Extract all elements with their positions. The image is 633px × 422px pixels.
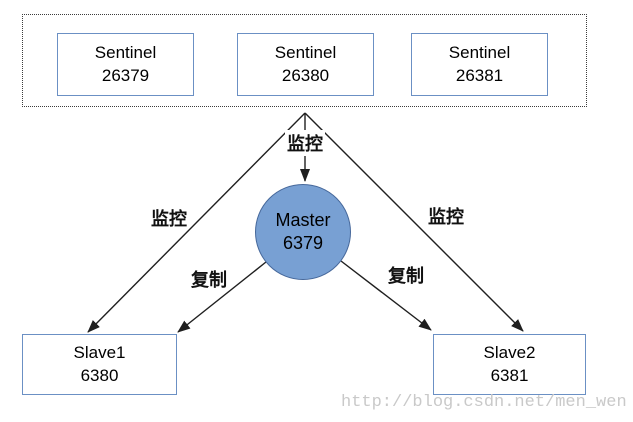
node-name: Sentinel — [274, 43, 337, 63]
node-slave1: Slave1 6380 — [22, 334, 177, 395]
node-sentinel-26380: Sentinel 26380 — [237, 33, 374, 96]
node-sentinel-26381: Sentinel 26381 — [411, 33, 548, 96]
edge-label-monitor-center: 监控 — [285, 130, 325, 156]
node-name: Slave2 — [483, 343, 536, 363]
node-name: Master — [275, 209, 331, 230]
node-sentinel-26379: Sentinel 26379 — [57, 33, 194, 96]
node-slave2: Slave2 6381 — [433, 334, 586, 395]
node-name: Slave1 — [73, 343, 126, 363]
csdn-watermark: http://blog.csdn.net/men_wen — [341, 393, 627, 412]
edge-label-replicate-left: 复制 — [191, 270, 227, 290]
node-port: 6381 — [490, 365, 529, 385]
node-master: Master 6379 — [255, 184, 351, 280]
edge-label-replicate-right: 复制 — [388, 266, 424, 286]
node-port: 26379 — [101, 65, 150, 85]
node-name: Sentinel — [94, 43, 157, 63]
edge-label-monitor-left: 监控 — [151, 209, 187, 229]
node-port: 26381 — [455, 65, 504, 85]
node-port: 26380 — [281, 65, 330, 85]
node-name: Sentinel — [448, 43, 511, 63]
sentinel-group-container — [22, 14, 587, 107]
node-port: 6380 — [80, 365, 119, 385]
node-port: 6379 — [282, 233, 324, 253]
edge-label-monitor-right: 监控 — [428, 207, 464, 227]
